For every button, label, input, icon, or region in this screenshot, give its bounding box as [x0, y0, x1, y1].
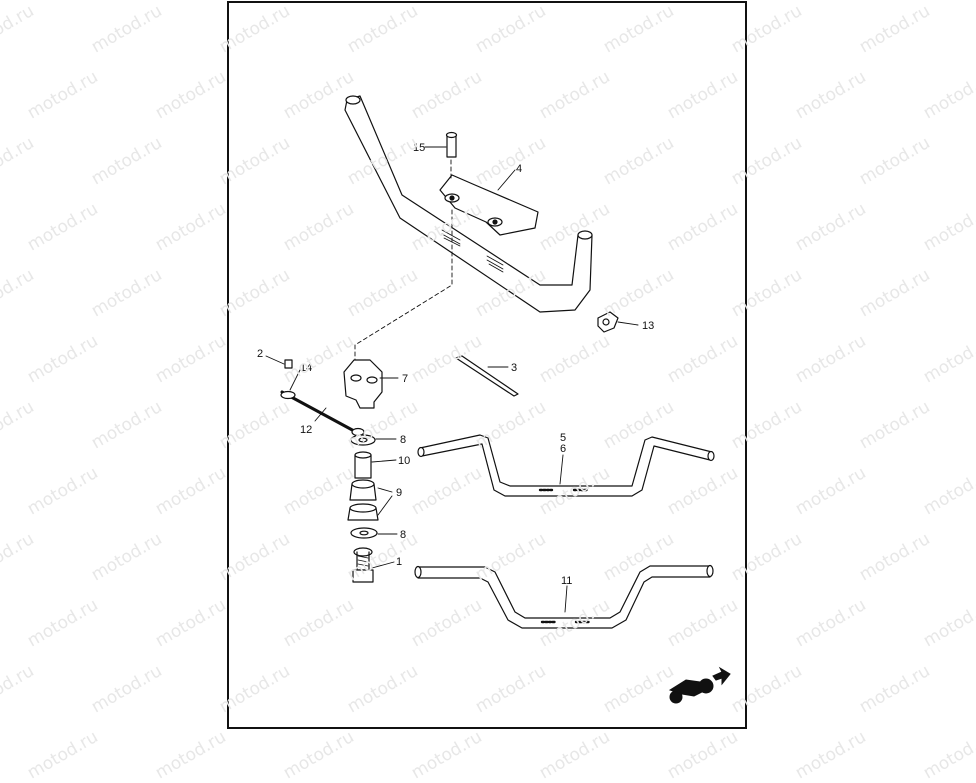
watermark-text: motod.ru	[664, 727, 742, 783]
watermark-text: motod.ru	[280, 727, 358, 783]
cable-strap	[455, 355, 519, 397]
bolt	[352, 547, 374, 583]
callout-1: 1	[396, 556, 402, 568]
watermark-text: motod.ru	[24, 727, 102, 783]
exploded-parts-diagram: 15 4 13 3 2 14 12 7 8 10 9 8 1 5 6 11	[257, 95, 731, 704]
watermark-text: motod.ru	[536, 727, 614, 783]
bushing-upper	[349, 479, 377, 501]
cable-clip	[597, 311, 619, 333]
spacer	[354, 451, 372, 479]
callout-8-lower: 8	[400, 529, 406, 541]
callout-14: 14	[300, 362, 312, 374]
callout-8-upper: 8	[400, 434, 406, 446]
top-clamp	[439, 174, 539, 236]
ground-strap	[280, 390, 365, 437]
handlebar-5-6	[417, 434, 715, 497]
watermark-text: motod.ru	[152, 727, 230, 783]
motorcycle-forward-arrow-icon	[668, 666, 731, 704]
watermark-text: motod.ru	[920, 727, 976, 783]
watermark-text: motod.ru	[792, 727, 870, 783]
riser-handlebar	[344, 95, 593, 313]
callout-11: 11	[561, 575, 572, 587]
callout-4: 4	[516, 163, 522, 175]
washer-upper	[350, 434, 376, 446]
callout-13: 13	[642, 320, 654, 332]
alignment-lines	[354, 159, 453, 366]
callout-7: 7	[402, 373, 408, 385]
callout-labels: 15 4 13 3 2 14 12 7 8 10 9 8 1 5 6 11	[257, 142, 654, 587]
callout-12: 12	[300, 424, 312, 436]
leader-lines	[265, 146, 639, 613]
ground-screw	[284, 359, 293, 369]
riser	[343, 359, 383, 409]
callout-10: 10	[398, 455, 410, 467]
callout-3: 3	[511, 362, 517, 374]
callout-6: 6	[560, 443, 566, 455]
callout-15: 15	[413, 142, 425, 154]
callout-5: 5	[560, 432, 566, 444]
watermark-text: motod.ru	[408, 727, 486, 783]
handlebar-11	[414, 564, 714, 629]
diagram-frame	[227, 1, 747, 729]
clamp-screw	[445, 131, 458, 158]
callout-2: 2	[257, 348, 263, 360]
callout-9: 9	[396, 487, 402, 499]
bushing-lower	[347, 503, 379, 521]
washer-lower	[350, 527, 378, 539]
